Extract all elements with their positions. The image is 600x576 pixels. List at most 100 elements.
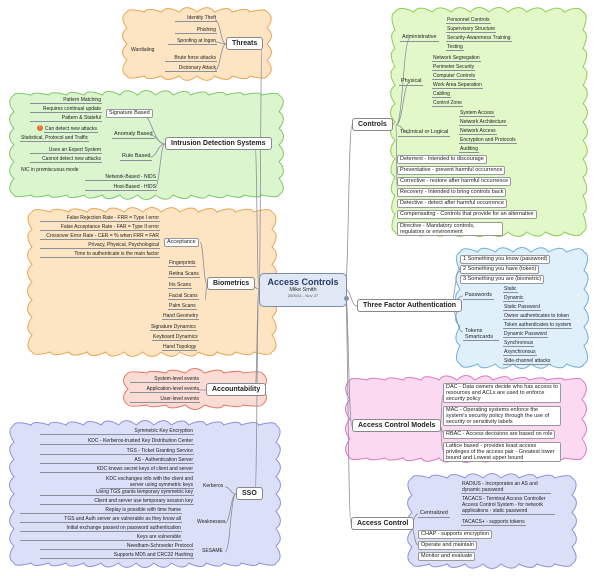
ids-item: Requires continual update — [30, 106, 102, 113]
ids-network-based: Network-Based - NIDS — [85, 174, 157, 181]
weakness-item: TGS and Auth server are vulnerable as th… — [20, 516, 182, 523]
technical-item: System Access — [459, 110, 495, 117]
branch-sso[interactable]: SSO — [236, 487, 263, 500]
acm-item[interactable]: Lattice based - provides least access pr… — [443, 442, 561, 462]
controls-technical[interactable]: Technical or Logical — [398, 129, 451, 137]
physical-item: Perimeter Security — [432, 64, 476, 71]
control-type[interactable]: Directive - Mandatory controls, regulato… — [397, 222, 503, 236]
weakness-item: Keys are vulnerable — [20, 534, 182, 541]
controls-physical[interactable]: Physical — [399, 78, 424, 86]
collapse-dot-icon[interactable] — [344, 296, 349, 301]
weakness-item: Initial exchange passed on password auth… — [20, 525, 182, 532]
password-item: Dynamic — [503, 295, 525, 302]
biometric-type: Facial Scans — [168, 293, 199, 300]
technical-item: Auditing — [459, 146, 480, 153]
sso-kerberos[interactable]: Kerberos — [203, 483, 224, 489]
token-item: Dynamic Password — [503, 331, 548, 338]
biometrics-acceptance[interactable]: Acceptance — [164, 238, 199, 247]
token-item: Static Password — [503, 304, 541, 311]
accountability-item: System-level events — [130, 376, 200, 383]
ids-signature-based[interactable]: Signature Based — [106, 109, 153, 118]
connector — [214, 43, 227, 71]
branch-controls[interactable]: Controls — [352, 118, 393, 131]
central-date: 2005/11 - Nov 27 — [287, 293, 319, 298]
physical-item: Network Segregation — [432, 55, 481, 62]
connector-lines — [139, 19, 464, 553]
accountability-cloud — [123, 368, 267, 410]
ac-item[interactable]: CHAP - supports encryption — [418, 530, 493, 539]
branch-access-control[interactable]: Access Control — [351, 517, 415, 530]
threat-item: Brute force attacks — [165, 55, 217, 62]
control-type[interactable]: Deterrent - Intended to discourage — [397, 155, 487, 164]
token-item: Synchronous — [503, 340, 535, 347]
accountability-item: Application-level events — [130, 386, 200, 393]
ids-cloud — [9, 90, 284, 200]
centralized-item: RADIUS - Incorporates an AS and dynamic … — [461, 481, 551, 494]
branch-access-control-models[interactable]: Access Control Models — [352, 419, 442, 432]
control-type[interactable]: Compensating - Controls that provide for… — [397, 210, 537, 219]
central-title: Access Controls — [267, 277, 339, 287]
tfa-tokens[interactable]: Tokens Smartcards — [463, 328, 499, 341]
tfa-factor[interactable]: 2 Something you have (token) — [460, 265, 540, 274]
ac-item[interactable]: Operate and maintain — [418, 541, 477, 550]
connector — [154, 143, 166, 188]
physical-item: Work Area Separation — [432, 82, 483, 89]
token-item: Token authenticates to system — [503, 322, 573, 329]
tfa-passwords[interactable]: Passwords — [463, 292, 494, 300]
ac-centralized[interactable]: Centralized — [418, 510, 450, 518]
biometric-type: Hand Geometry — [162, 313, 200, 320]
kerberos-item: TGS - Ticket Granting Service — [40, 448, 194, 455]
cloud-backgrounds — [9, 7, 589, 569]
physical-item: Control Zone — [432, 100, 463, 107]
kerberos-item: KDC knows secret keys of client and serv… — [40, 466, 194, 473]
connector — [149, 143, 166, 158]
kerberos-item: Client and server use temporary session … — [40, 498, 194, 505]
central-topic[interactable]: Access Controls Mike Smith 2005/11 - Nov… — [259, 273, 347, 307]
acm-item[interactable]: DAC - Data owners decide who has access … — [443, 383, 561, 403]
technical-item: Network Architecture — [459, 119, 508, 126]
control-type[interactable]: Preventative - prevent harmful occurrenc… — [397, 166, 506, 175]
ids-host-based: Host-Based - HIDS — [85, 184, 157, 191]
sso-weaknesses[interactable]: Weaknesses — [197, 519, 226, 525]
administrative-item: Supervisory Structure — [446, 26, 497, 33]
sso-sesame[interactable]: SESAME — [202, 548, 223, 554]
control-type[interactable]: Corrective - restore after harmful occur… — [397, 177, 512, 186]
acm-item[interactable]: MAC - Operating systems enforce the syst… — [443, 406, 561, 426]
biometric-type: Iris Scans — [168, 282, 192, 289]
threat-item: Spoofing at logon — [168, 38, 217, 45]
control-type[interactable]: Recovery - Intended to bring controls ba… — [397, 188, 507, 197]
connector — [224, 486, 237, 495]
sesame-item: Needham-Schroeder Protocol — [40, 543, 194, 550]
ids-anomaly-based[interactable]: Anomaly Based — [112, 131, 155, 139]
branch-three-factor-auth[interactable]: Three Factor Authentication — [357, 299, 463, 312]
ids-item: Cannot detect new attacks — [30, 156, 102, 163]
centralized-item: TACACS+ - supports tokens — [461, 519, 526, 526]
sesame-item: Supports MD5 and CRC32 Hashing — [40, 552, 194, 559]
physical-item: Cabling — [432, 91, 451, 98]
ids-rule-based[interactable]: Rule Based — [120, 153, 153, 161]
control-type[interactable]: Detective - detect after harmful occurre… — [397, 199, 507, 208]
ids-item: Pattern Matching — [30, 97, 102, 104]
password-item: Static — [503, 286, 518, 293]
connector — [395, 124, 398, 189]
acm-item[interactable]: RBAC - Access decisions are based on rol… — [443, 430, 556, 439]
ids-item: Pattern & Stateful — [30, 115, 102, 122]
ac-item[interactable]: Monitor and evaluate — [418, 552, 476, 561]
controls-administrative[interactable]: Administrative — [400, 34, 439, 42]
biometric-type: Signature Dynamics — [150, 324, 197, 331]
ids-item: Can detect new attacks — [44, 126, 98, 133]
acceptance-item: Crossover Error Rate - CER = % when FRR … — [40, 233, 160, 240]
branch-accountability[interactable]: Accountability — [206, 383, 267, 396]
branch-intrusion-detection[interactable]: Intrusion Detection Systems — [165, 137, 272, 150]
tfa-factor[interactable]: 1 Something you know (password) — [460, 255, 551, 264]
tfa-factor[interactable]: 3 Something you are (biometric) — [460, 275, 545, 284]
kerberos-item: KDC exchanges info with the client and s… — [100, 476, 194, 489]
threat-item: Dictionary Attack — [165, 65, 217, 72]
kerberos-item: KDC - Kerberos-trusted Key Distribution … — [40, 438, 194, 445]
token-item: Side-channel attacks — [503, 358, 552, 365]
ids-item: Statistical, Protocol and Traffic — [20, 135, 90, 142]
branch-threats[interactable]: Threats — [226, 37, 264, 50]
threats-wardialing: Wardialing — [131, 47, 155, 53]
branch-biometrics[interactable]: Biometrics — [207, 277, 256, 290]
